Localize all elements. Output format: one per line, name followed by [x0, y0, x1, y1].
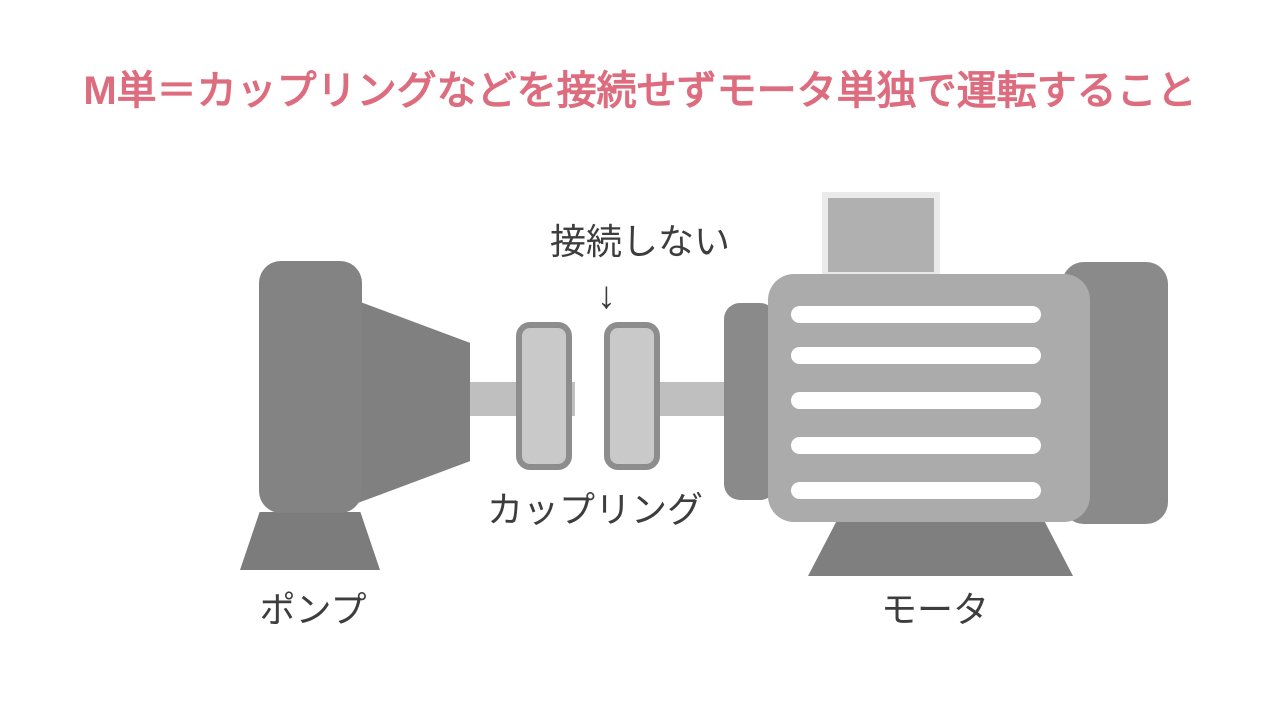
- motor-cooling-fin: [791, 392, 1041, 409]
- pump-body: [259, 261, 362, 513]
- motor-terminal-box-inner: [828, 198, 934, 272]
- pump-casing-cone: [355, 300, 470, 504]
- page-title: M単＝カップリングなどを接続せずモータ単独で運転すること: [83, 69, 1197, 113]
- motor-cooling-fin: [791, 437, 1041, 454]
- arrow-down-icon: ↓: [597, 275, 616, 317]
- motor-cooling-fin: [791, 482, 1041, 499]
- no-connection-label: 接続しない: [549, 221, 731, 262]
- motor-cooling-fin: [791, 306, 1041, 323]
- motor-terminal-box: [822, 192, 940, 278]
- coupling-half-right: [604, 322, 660, 470]
- motor-body: [768, 274, 1090, 522]
- motor-endbell-left: [724, 303, 776, 500]
- coupling-half-left: [516, 322, 572, 470]
- motor-base: [808, 520, 1073, 576]
- motor-label: モータ: [880, 589, 990, 630]
- motor-cooling-fin: [791, 347, 1041, 364]
- coupling-label: カップリング: [486, 489, 704, 530]
- pump-label: ポンプ: [259, 589, 367, 630]
- pump-base: [240, 512, 380, 570]
